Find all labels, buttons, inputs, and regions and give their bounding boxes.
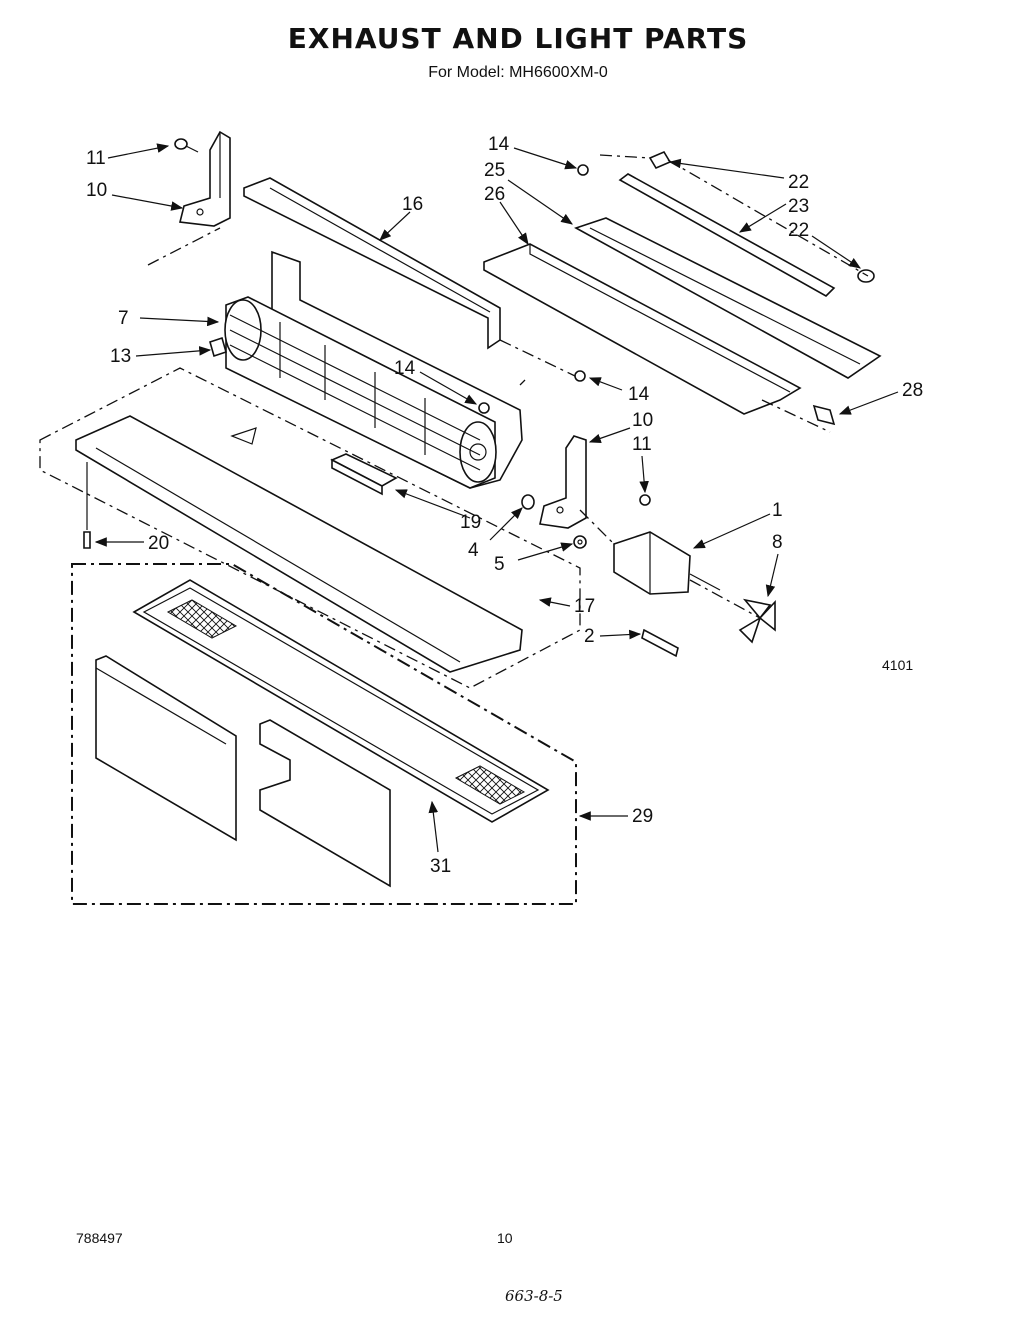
socket-part-22-lower	[857, 269, 875, 283]
fan-blade-part-8	[738, 598, 776, 644]
callout-14-middle: 14	[628, 384, 650, 405]
assembly-line-fan-box	[39, 367, 581, 689]
screw-part-14-top	[577, 164, 589, 176]
nut-part-4	[521, 494, 535, 510]
callout-11-top: 11	[86, 148, 106, 169]
callout-17: 17	[574, 596, 595, 617]
assembly-line-top-left	[147, 227, 221, 266]
washer-part-5	[573, 535, 587, 549]
bracket-part-10-left	[179, 130, 231, 227]
callout-10-right: 10	[632, 410, 653, 431]
handwritten-note: 663-8-5	[505, 1287, 563, 1305]
page-title: EXHAUST AND LIGHT PARTS	[287, 22, 749, 55]
screw-part-14-middle	[574, 370, 586, 382]
callout-22-upper: 22	[788, 172, 809, 193]
callout-8: 8	[772, 532, 783, 553]
leader-lines	[94, 143, 899, 853]
screw-part-20	[83, 531, 91, 549]
callout-29: 29	[632, 806, 653, 827]
clip-part-28	[812, 404, 836, 426]
callout-20: 20	[148, 533, 169, 554]
filter-panel-part-31	[259, 719, 391, 888]
callout-11-right: 11	[632, 434, 652, 455]
callout-4: 4	[468, 540, 479, 561]
callout-7: 7	[118, 308, 129, 329]
filter-assembly-box-part-29	[71, 563, 577, 905]
motor-part-1	[613, 531, 721, 595]
panel-part-16	[243, 177, 501, 350]
callout-22-lower: 22	[788, 220, 809, 241]
page-number: 10	[497, 1230, 513, 1246]
callout-26: 26	[484, 184, 505, 205]
blower-wheel-part-7	[224, 296, 497, 489]
callout-19: 19	[460, 512, 481, 533]
callout-16: 16	[402, 194, 423, 215]
callout-14-top: 14	[488, 134, 510, 155]
callout-13: 13	[110, 346, 131, 367]
model-subtitle: For Model: MH6600XM-0	[428, 64, 608, 81]
document-number: 788497	[76, 1230, 123, 1246]
clip-part-13	[209, 336, 227, 358]
callout-labels: 11 10 16 7 13 14 14 14 25 26 22 23 22 28…	[86, 134, 923, 877]
screw-part-11	[174, 138, 199, 153]
callout-5: 5	[494, 554, 505, 575]
light-frame-part-26	[483, 243, 802, 415]
callout-14-fan: 14	[394, 358, 416, 379]
callout-28: 28	[902, 380, 923, 401]
diagram-code: 4101	[882, 657, 913, 673]
callout-2: 2	[584, 626, 595, 647]
foam-block-part-19	[330, 453, 398, 496]
callout-25: 25	[484, 160, 505, 181]
bracket-part-10-right	[539, 435, 587, 529]
assembly-line-right	[499, 154, 869, 386]
callout-31: 31	[430, 856, 451, 877]
filter-frame-part-29	[132, 579, 550, 823]
callout-1: 1	[772, 500, 783, 521]
bottom-panel-part-17	[75, 415, 523, 673]
assembly-line-motor	[579, 509, 761, 619]
callout-23: 23	[788, 196, 809, 217]
lamp-part-23	[618, 173, 836, 297]
lens-part-25	[574, 217, 882, 379]
screw-part-14-fan	[478, 402, 490, 414]
socket-part-22-upper	[648, 150, 672, 170]
screw-part-11-right	[639, 494, 651, 506]
screw-part-2	[641, 628, 679, 658]
callout-10-top: 10	[86, 180, 107, 201]
filter-panel-left	[95, 655, 237, 842]
